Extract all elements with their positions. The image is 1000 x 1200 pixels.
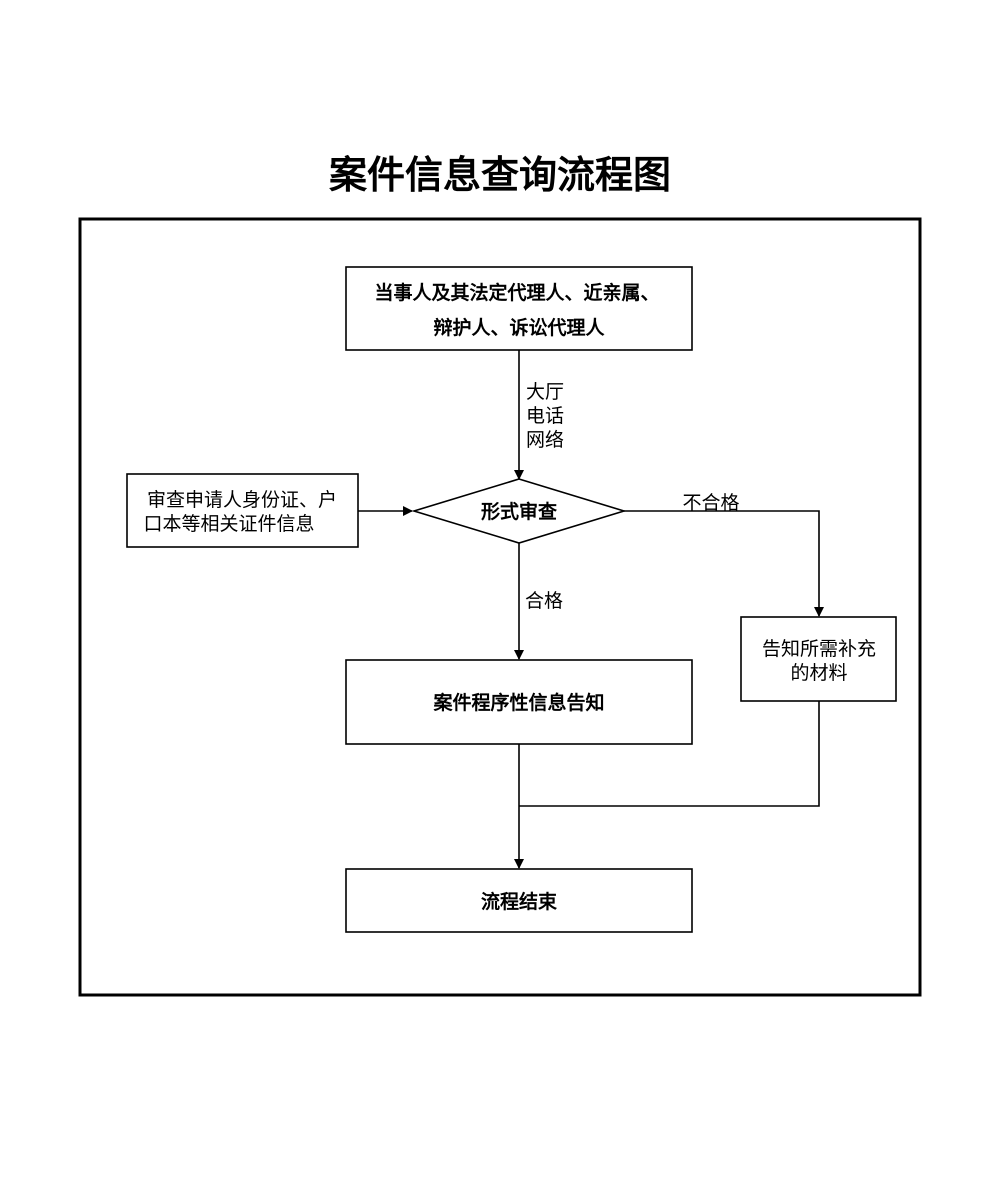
node-procedural-notice-label: 案件程序性信息告知 xyxy=(432,691,604,714)
label-qualified: 合格 xyxy=(525,590,563,612)
node-applicants: 当事人及其法定代理人、近亲属、 辩护人、诉讼代理人 xyxy=(345,266,693,351)
node-applicants-line1: 当事人及其法定代理人、近亲属、 xyxy=(374,281,659,304)
label-channel-phone: 电话 xyxy=(526,405,564,427)
page-title: 案件信息查询流程图 xyxy=(329,153,671,197)
node-process-end-label: 流程结束 xyxy=(481,890,558,913)
label-channel-hall: 大厅 xyxy=(526,381,564,403)
node-documents-check-line1: 审查申请人身份证、户 xyxy=(147,489,337,511)
node-formal-review-label: 形式审查 xyxy=(481,500,558,523)
node-documents-check-line2: 口本等相关证件信息 xyxy=(143,513,314,535)
node-process-end: 流程结束 xyxy=(345,868,693,933)
node-supplement-materials: 告知所需补充 的材料 xyxy=(740,616,897,702)
label-channels: 大厅 电话 网络 xyxy=(526,381,564,451)
node-supplement-materials-line1: 告知所需补充 xyxy=(762,638,876,660)
label-unqualified: 不合格 xyxy=(682,492,739,514)
node-documents-check: 审查申请人身份证、户 口本等相关证件信息 xyxy=(126,473,359,548)
connector-supplement-to-end xyxy=(519,701,820,807)
node-procedural-notice: 案件程序性信息告知 xyxy=(345,659,693,745)
node-applicants-line2: 辩护人、诉讼代理人 xyxy=(433,316,605,339)
diagram-frame xyxy=(78,217,922,997)
node-supplement-materials-line2: 的材料 xyxy=(790,662,847,684)
arrow-review-to-supplement xyxy=(624,510,824,617)
label-channel-network: 网络 xyxy=(526,429,564,451)
node-formal-review: 形式审查 xyxy=(411,478,627,544)
